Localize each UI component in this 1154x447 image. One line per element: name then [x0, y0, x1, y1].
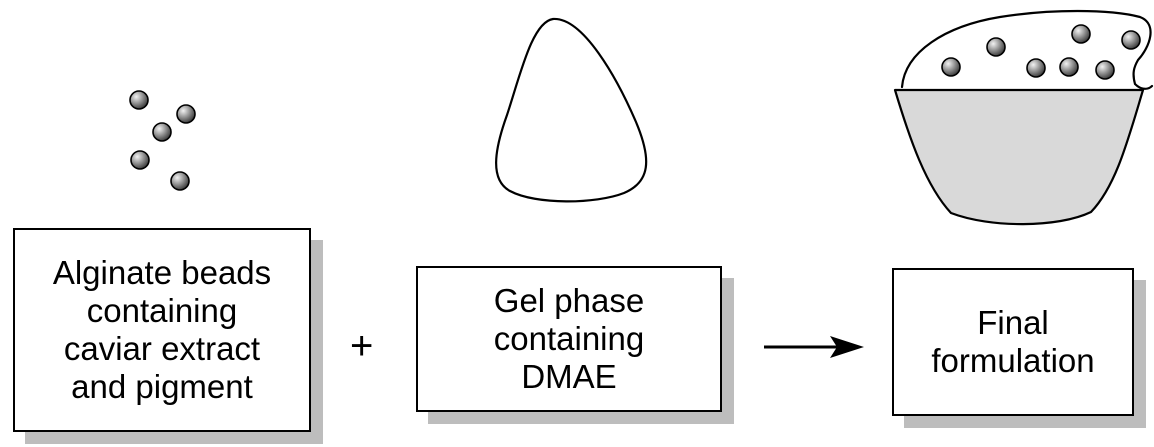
final-box-line: formulation: [931, 342, 1095, 379]
bead: [986, 37, 1006, 57]
bead: [129, 90, 149, 110]
beads-box-line: caviar extract: [63, 330, 261, 367]
beads-box-line: and pigment: [71, 368, 253, 405]
bead: [130, 150, 150, 170]
final-box-group: Final formulation: [892, 268, 1146, 428]
beads-box-line: Alginate beads: [52, 254, 272, 291]
gel-box-line: DMAE: [521, 358, 617, 395]
bead: [170, 171, 190, 191]
gel-box-line: Gel phase: [493, 282, 645, 319]
right-arrow-icon: [764, 336, 864, 358]
filled-bowl-icon: [893, 9, 1154, 226]
final-box: Final formulation: [892, 268, 1134, 416]
bead: [152, 122, 172, 142]
bead: [941, 57, 961, 77]
beads-box-line: containing: [86, 292, 238, 329]
gel-box: Gel phase containing DMAE: [416, 266, 722, 412]
bead: [1095, 60, 1115, 80]
gel-mound: [900, 9, 1154, 90]
final-box-line: Final: [977, 304, 1049, 341]
bowl-body: [893, 88, 1145, 226]
bead: [1026, 58, 1046, 78]
beads-box: Alginate beads containing caviar extract…: [13, 228, 311, 432]
gel-box-group: Gel phase containing DMAE: [416, 266, 734, 424]
bead: [176, 104, 196, 124]
bead: [1059, 57, 1079, 77]
beads-box-group: Alginate beads containing caviar extract…: [13, 228, 325, 444]
bead: [1071, 24, 1091, 44]
gel-blob-icon: [495, 17, 648, 203]
gel-box-line: containing: [493, 320, 645, 357]
bead: [1121, 30, 1141, 50]
beads-cluster-icon: [129, 90, 196, 191]
plus-operator: +: [350, 324, 374, 368]
